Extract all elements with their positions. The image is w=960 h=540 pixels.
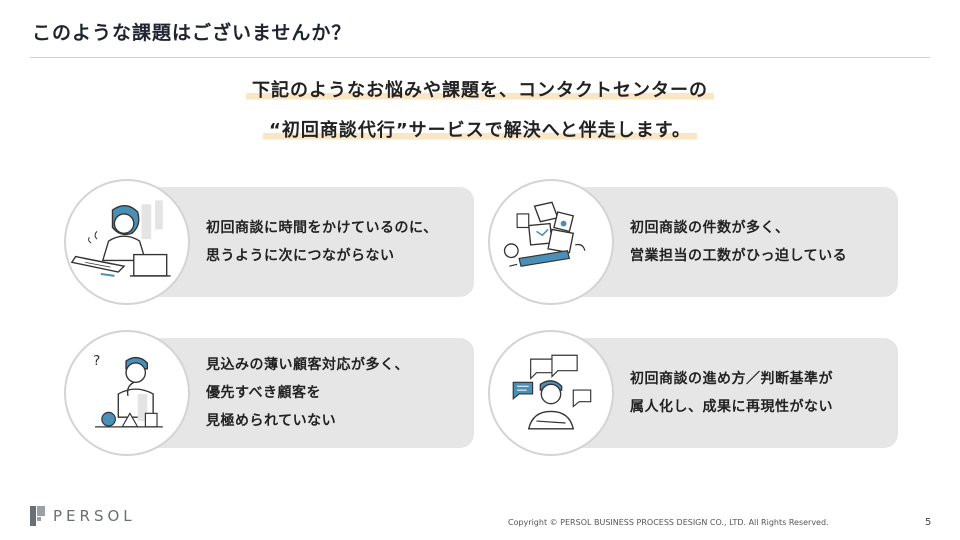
issue-card-workload: 初回商談の件数が多く、 営業担当の工数がひっ迫している [488,179,898,305]
issue-card-text: 初回商談の進め方／判断基準が 属人化し、成果に再現性がない [630,338,833,448]
persol-logo: PERSOL [30,506,136,526]
copyright-notice: Copyright © PERSOL BUSINESS PROCESS DESI… [508,518,829,527]
worried-worker-illustration-icon [64,179,190,305]
issue-card-line: 営業担当の工数がひっ迫している [630,248,848,264]
issue-card-line: 見極められていない [206,413,337,429]
issue-card-line: 属人化し、成果に再現性がない [630,399,833,415]
issue-card-line: 初回商談の件数が多く、 [630,220,790,236]
persol-logo-text: PERSOL [53,507,136,525]
crushed-by-boxes-illustration-icon [488,179,614,305]
issue-card-text: 初回商談の件数が多く、 営業担当の工数がひっ迫している [630,187,847,297]
lead-line-1: 下記のようなお悩みや課題を、コンタクトセンターの [0,76,960,102]
issue-card-time: 初回商談に時間をかけているのに、 思うように次につながらない [64,179,474,305]
issue-card-standardization: 初回商談の進め方／判断基準が 属人化し、成果に再現性がない [488,330,898,456]
issue-card-line: 思うように次につながらない [206,248,395,264]
issue-card-text: 見込みの薄い顧客対応が多く、 優先すべき顧客を 見極められていない [206,338,409,448]
title-divider [30,57,930,58]
issue-card-line: 優先すべき顧客を [206,385,322,401]
lead-line-2: “初回商談代行”サービスで解決へと伴走します。 [0,116,960,142]
svg-text:?: ? [93,353,100,369]
issue-card-line: 初回商談の進め方／判断基準が [630,371,833,387]
thinking-person-illustration-icon: ? [64,330,190,456]
confused-speech-bubbles-illustration-icon [488,330,614,456]
issue-card-line: 初回商談に時間をかけているのに、 [206,220,438,236]
issue-card-text: 初回商談に時間をかけているのに、 思うように次につながらない [206,187,438,297]
lead-line-1-text: 下記のようなお悩みや課題を、コンタクトセンターの [246,80,714,101]
issue-card-line: 見込みの薄い顧客対応が多く、 [206,357,409,373]
issue-card-prospects: ? 見込みの薄い顧客対応が多く、 優先すべき顧客を 見極められていない [64,330,474,456]
page-number: 5 [925,517,932,528]
page-title: このような課題はございませんか？ [32,22,352,44]
persol-logo-mark-icon [30,506,45,526]
lead-line-2-text: “初回商談代行”サービスで解決へと伴走します。 [263,120,697,141]
